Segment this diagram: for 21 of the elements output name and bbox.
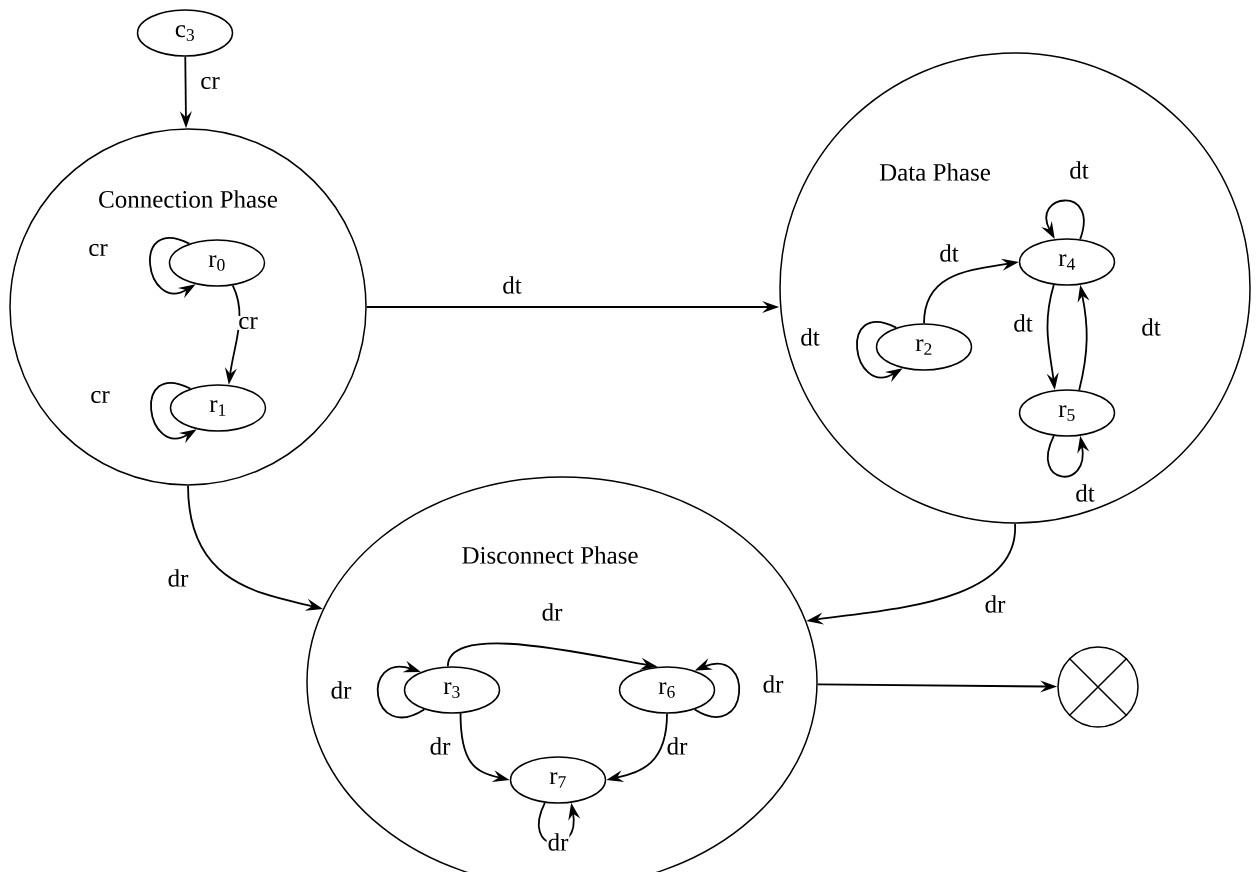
edge-label: dt — [1068, 160, 1090, 180]
edge-label: dr — [428, 736, 452, 756]
edge-label: dt — [938, 243, 960, 263]
self-loop-arrow — [377, 660, 426, 719]
edge-label: dt — [501, 275, 523, 295]
edge-label: dt — [1074, 483, 1096, 503]
edge-label: dt — [1140, 317, 1162, 337]
edge-label: cr — [89, 390, 111, 404]
edge-label: dr — [540, 602, 564, 622]
edge-label: dr — [546, 832, 570, 852]
edge-label: dr — [761, 674, 785, 694]
edge-label: dr — [983, 594, 1007, 614]
edge-label: dt — [799, 327, 821, 347]
edge-label: dr — [329, 680, 353, 700]
edge-label: cr — [237, 316, 259, 330]
edge-label: cr — [199, 76, 221, 90]
edge-label: dr — [665, 736, 689, 756]
terminal-symbol — [1057, 646, 1139, 728]
edge-label: dt — [1012, 313, 1034, 333]
edge-label: cr — [87, 243, 109, 257]
edge-label: dr — [166, 568, 190, 588]
